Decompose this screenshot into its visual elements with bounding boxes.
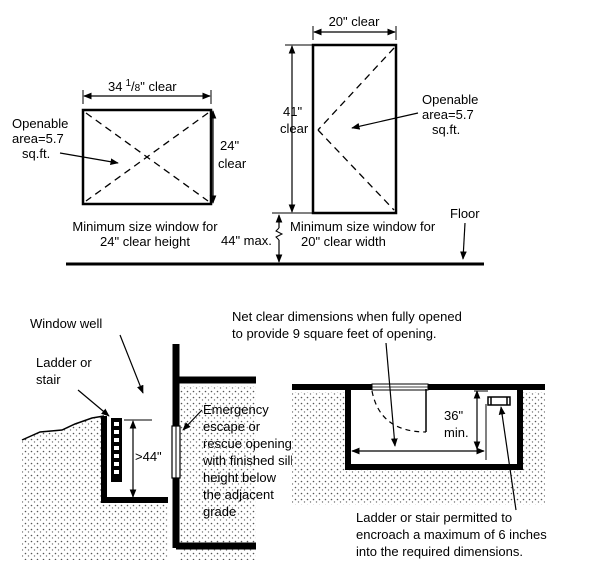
escape-label-7: grade — [203, 504, 236, 519]
right-window-figure: 20" clear 41" clear Openable area=5.7 sq… — [280, 14, 478, 249]
plan-min-label: 36" — [444, 408, 463, 423]
right-width-label: 20" clear — [329, 14, 381, 29]
soil-right — [180, 386, 256, 560]
left-window-diagonal — [85, 112, 209, 202]
floor-label: Floor — [450, 206, 480, 221]
right-height-label-2: clear — [280, 121, 309, 136]
right-openable-label-2: area=5.7 — [422, 107, 474, 122]
sill-height-dimension: 44" max. — [221, 212, 313, 263]
escape-label: Emergency — [203, 402, 269, 417]
grade-line — [21, 415, 105, 441]
plan-ladder — [487, 396, 511, 406]
grade-soil — [22, 416, 168, 560]
net-clear-note-2: to provide 9 square feet of opening. — [232, 326, 437, 341]
escape-label-5: height below — [203, 470, 277, 485]
plan-soil — [292, 392, 545, 505]
well-wall — [101, 416, 168, 503]
right-window-caption-2: 20" clear width — [301, 234, 386, 249]
left-openable-leader — [59, 152, 119, 166]
window-well-label: Window well — [30, 316, 102, 331]
plan-min-label-2: min. — [444, 425, 469, 440]
ladder-encroach-leader — [498, 406, 517, 511]
sill-height-label: 44" max. — [221, 233, 272, 248]
floor-leader — [460, 222, 467, 260]
window-well-section: >44" Window well Ladder or stair Emergen… — [21, 316, 293, 560]
ladder-leader — [77, 389, 110, 417]
window-well-leader — [119, 334, 144, 394]
escape-leader — [182, 409, 203, 431]
escape-label-2: escape or — [203, 419, 261, 434]
left-window-caption: Minimum size window for — [72, 219, 218, 234]
left-height-label-2: clear — [218, 156, 247, 171]
ladder-label: Ladder or — [36, 355, 92, 370]
depth-label: >44" — [135, 449, 162, 464]
left-height-label: 24" — [220, 138, 239, 153]
break-symbol — [275, 227, 284, 241]
ladder-encroach-note-3: into the required dimensions. — [356, 544, 523, 559]
ladder-encroach-note: Ladder or stair permitted to — [356, 510, 512, 525]
label-mask — [134, 447, 164, 465]
right-window-diagonal — [317, 129, 395, 211]
window-swing-arc — [371, 390, 427, 433]
net-clear-note: Net clear dimensions when fully opened — [232, 309, 462, 324]
escape-label-6: the adjacent — [203, 487, 274, 502]
left-window-caption-2: 24" clear height — [100, 234, 190, 249]
right-openable-leader — [351, 112, 419, 130]
right-openable-label: Openable — [422, 92, 478, 107]
left-openable-label: Openable — [12, 116, 68, 131]
net-clear-leader — [385, 342, 398, 447]
right-height-label: 41" — [283, 104, 302, 119]
right-window-frame — [311, 43, 398, 215]
ladder-rungs — [114, 422, 119, 474]
right-openable-label-3: sq.ft. — [432, 122, 460, 137]
ladder-encroach-note-2: encroach a maximum of 6 inches — [356, 527, 547, 542]
right-window-diagonal — [317, 47, 395, 131]
right-window-caption: Minimum size window for — [290, 219, 436, 234]
plan-well — [345, 389, 523, 470]
escape-label-4: with finished sill — [202, 453, 293, 468]
window-well-plan: 36" min. Net clear dimensions when fully… — [232, 309, 547, 559]
left-openable-label-2: area=5.7 — [12, 131, 64, 146]
left-openable-label-3: sq.ft. — [22, 146, 50, 161]
escape-label-3: rescue opening — [203, 436, 292, 451]
ladder-label-2: stair — [36, 372, 61, 387]
